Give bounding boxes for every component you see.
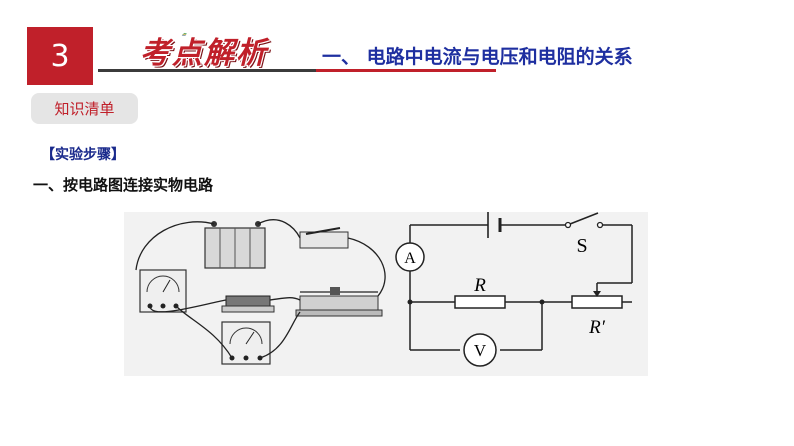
section-title: 一、 电路中电流与电压和电阻的关系 bbox=[322, 46, 633, 68]
section-number: 3 bbox=[50, 38, 70, 74]
junction-dot bbox=[407, 299, 413, 305]
rheostat-label: R′ bbox=[588, 317, 606, 338]
step-text: 一、按电路图连接实物电路 bbox=[33, 176, 214, 194]
knowledge-tag: 知识清单 bbox=[31, 93, 138, 124]
battery-icon bbox=[204, 221, 266, 269]
rheostat-arrow bbox=[593, 291, 601, 297]
header-divider bbox=[98, 69, 316, 72]
resistor-coil-icon bbox=[221, 295, 275, 313]
connecting-wires bbox=[135, 219, 386, 359]
banner-title: 考点解析 bbox=[140, 36, 268, 71]
ammeter-label: A bbox=[404, 250, 416, 267]
switch-label: S bbox=[576, 235, 587, 257]
voltmeter-label: V bbox=[474, 341, 487, 360]
book-stack-icon bbox=[181, 33, 187, 36]
knowledge-tag-label: 知识清单 bbox=[54, 100, 115, 118]
voltmeter-symbol bbox=[463, 333, 497, 367]
resistor-label: R bbox=[473, 275, 486, 296]
junction-dot bbox=[539, 299, 545, 305]
knife-switch-icon bbox=[299, 227, 349, 249]
switch-symbol bbox=[564, 212, 604, 229]
step-label: 【实验步骤】 bbox=[41, 147, 125, 163]
resistor-symbol bbox=[454, 295, 506, 309]
rheostat-device-icon bbox=[295, 287, 383, 317]
section-number-badge: 3 bbox=[27, 27, 93, 85]
header-divider-accent bbox=[316, 69, 496, 72]
rheostat-symbol bbox=[571, 295, 623, 309]
ammeter-symbol bbox=[395, 242, 425, 272]
